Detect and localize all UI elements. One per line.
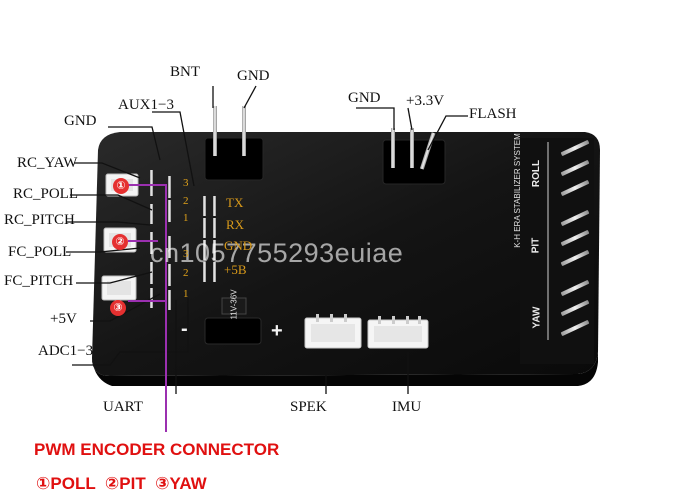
label-fc-pitch: FC_PITCH	[4, 273, 74, 289]
label-uart-gnd: GND	[224, 238, 253, 253]
label-5v: +5V	[50, 311, 77, 327]
pin-upper-2: 2	[183, 195, 189, 207]
board-body	[92, 132, 600, 376]
pwm-connector-3	[101, 275, 137, 301]
label-rx: RX	[226, 217, 245, 232]
leader-lines	[66, 85, 468, 394]
label-pit: PIT	[530, 237, 542, 254]
pin-lower-1: 1	[183, 288, 189, 300]
connector-legend: ①POLL ②PIT ③YAW	[36, 474, 207, 493]
label-gnd-right: GND	[348, 90, 381, 106]
power-minus-sign: -	[181, 318, 188, 340]
label-adc: ADC1−3	[38, 343, 94, 359]
voltage-label: 11V-36V	[229, 289, 239, 320]
label-3v3: +3.3V	[406, 93, 445, 109]
label-bnt: BNT	[170, 64, 200, 80]
power-plus-sign: +	[271, 320, 283, 342]
label-imu: IMU	[392, 399, 422, 415]
gnd-pin	[242, 106, 246, 156]
power-chip	[221, 297, 247, 315]
flash-pin	[419, 132, 436, 170]
flash-v33-pin	[410, 128, 414, 168]
uart-header	[203, 196, 216, 282]
connector-title: PWM ENCODER CONNECTOR	[34, 440, 280, 459]
label-fc-poll: FC_POLL	[8, 244, 72, 260]
bnt-pin	[213, 106, 217, 156]
board-edge	[92, 352, 598, 386]
pin-upper-3: 3	[183, 177, 189, 189]
pin-lower-2: 2	[183, 267, 189, 279]
label-spek: SPEK	[290, 399, 327, 415]
label-gnd-top: GND	[237, 68, 270, 84]
label-roll: ROLL	[531, 159, 543, 188]
label-rc-pitch: RC_PITCH	[4, 212, 75, 228]
system-label: K-H ERA STABILIZER SYSTEM	[512, 133, 522, 248]
badge-yaw: ③	[110, 300, 126, 316]
motor-pin-header	[560, 140, 590, 336]
label-rc-poll: RC_POLL	[13, 186, 79, 202]
label-5b: +5B	[224, 262, 247, 277]
bnt-gnd-header	[204, 137, 264, 181]
label-rc-yaw: RC_YAW	[17, 155, 78, 171]
imu-connector	[367, 316, 429, 349]
flash-gnd-pin	[391, 128, 395, 168]
spek-connector	[304, 314, 362, 349]
badge-pit: ②	[112, 234, 128, 250]
label-uart: UART	[103, 399, 143, 415]
label-flash: FLASH	[469, 106, 517, 122]
label-tx: TX	[226, 195, 244, 210]
badge-poll: ①	[113, 178, 129, 194]
pin-lower-3: 3	[183, 248, 189, 260]
pwm-encoder-bus	[128, 184, 167, 432]
label-aux: AUX1−3	[118, 97, 174, 113]
label-yaw: YAW	[531, 306, 543, 329]
power-connector	[204, 317, 262, 345]
label-gnd-left: GND	[64, 113, 97, 129]
pin-upper-1: 1	[183, 212, 189, 224]
watermark: cn1057755293euiae	[150, 238, 404, 268]
